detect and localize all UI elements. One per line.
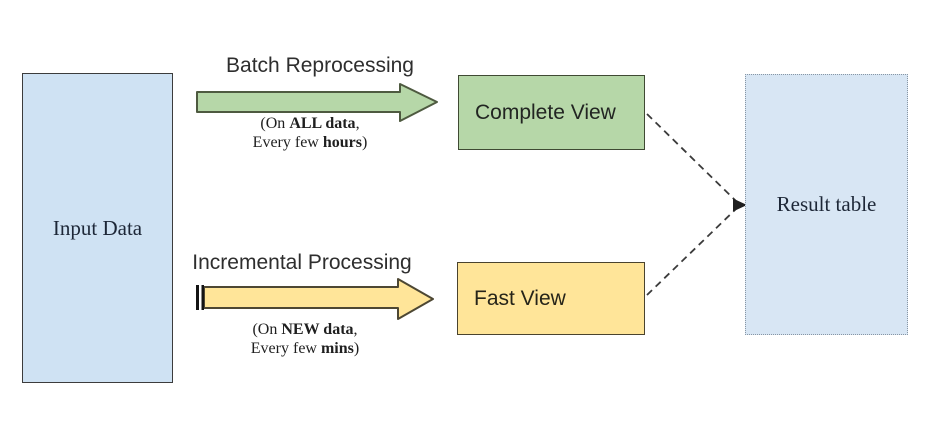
fast-view-label: Fast View [474,286,566,310]
batch-flow-title: Batch Reprocessing [226,54,414,77]
incremental-flow-title: Incremental Processing [192,251,412,274]
incremental-arrow-tail-bar-1 [196,285,199,310]
complete-view-label: Complete View [475,100,616,124]
incremental-flow-note: (On NEW data, Every few mins) [210,320,400,358]
result-table-box: Result table [745,74,908,335]
batch-note-line-2: Every few hours) [252,134,368,151]
complete-view-box: Complete View [458,75,645,150]
incremental-note-line-2: Every few mins) [250,340,360,357]
batch-flow-note: (On ALL data, Every few hours) [215,114,405,152]
incremental-note-line-1: (On NEW data, [252,321,358,338]
incremental-arrow-tail-bar-2 [201,285,204,310]
batch-note-line-1: (On ALL data, [260,115,360,132]
fast-view-box: Fast View [457,262,645,335]
complete-to-result-connector [646,113,738,203]
input-data-box: Input Data [22,73,173,383]
incremental-arrow [203,278,434,320]
fast-to-result-connector [646,207,738,296]
input-data-label: Input Data [52,215,143,240]
result-table-label: Result table [776,192,877,216]
